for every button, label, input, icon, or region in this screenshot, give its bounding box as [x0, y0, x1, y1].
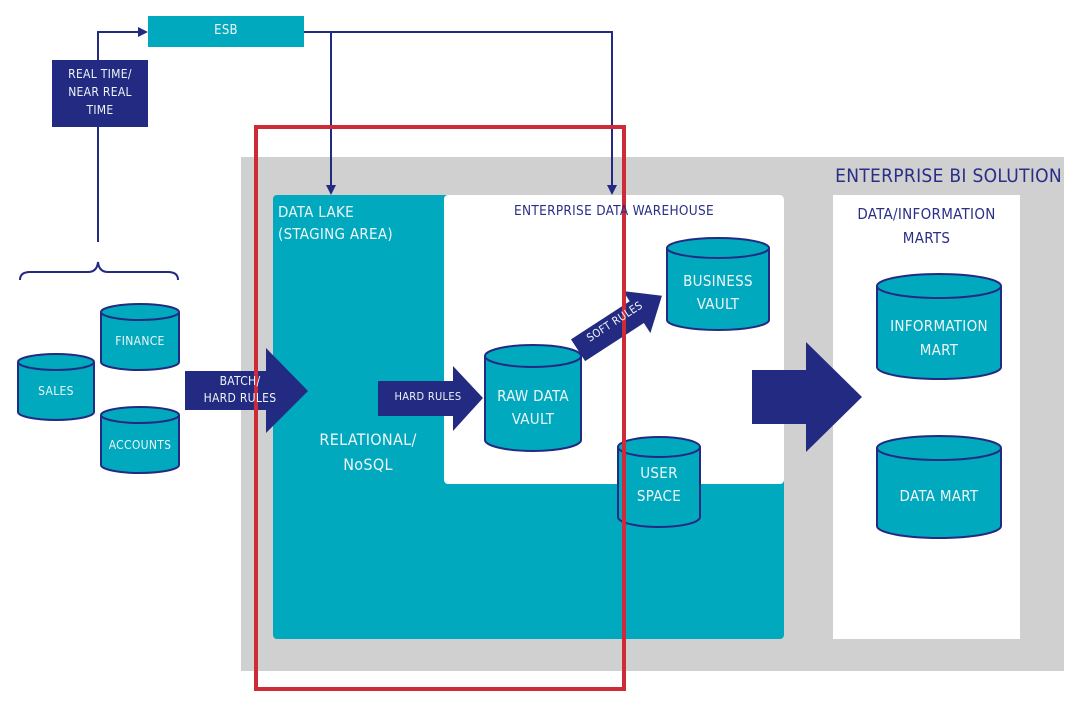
batch-arrow-label: BATCH/ HARD RULES [185, 373, 295, 407]
marts-title-line2: MARTS [902, 229, 951, 247]
realtime-line3: TIME [86, 103, 114, 117]
accounts-cylinder[interactable] [100, 406, 180, 474]
data-mart-cylinder[interactable] [876, 435, 1002, 539]
data-mart-label: DATA MART [899, 487, 979, 505]
soft-rules-arrow [570, 291, 662, 362]
data-lake-body-line2: NoSQL [343, 454, 393, 474]
business-vault-line1: BUSINESS [683, 272, 753, 290]
user-space-label: USER SPACE [618, 462, 700, 509]
realtime-line1: REAL TIME/ [68, 67, 132, 81]
user-space-line2: SPACE [636, 487, 682, 506]
marts-title-line1: DATA/INFORMATION [857, 205, 996, 223]
information-mart-line2: MART [919, 341, 959, 359]
information-mart-cylinder[interactable] [876, 273, 1002, 380]
marts-title: DATA/INFORMATION MARTS [833, 202, 1020, 250]
business-vault-cylinder[interactable] [666, 237, 770, 331]
business-vault-label: BUSINESS VAULT [667, 270, 769, 315]
marts-box [833, 195, 1020, 639]
esb-to-edw-line [331, 31, 617, 195]
data-lake-title-line2: (STAGING AREA) [278, 224, 393, 243]
batch-line1: BATCH/ [219, 374, 261, 388]
data-lake-body-line1: RELATIONAL/ [319, 430, 417, 449]
sales-cylinder[interactable] [17, 353, 95, 421]
raw-data-vault-line1: RAW DATA [497, 387, 569, 405]
raw-data-vault-label: RAW DATA VAULT [485, 385, 581, 430]
information-mart-label: INFORMATION MART [877, 314, 1001, 362]
user-space-cylinder[interactable] [617, 436, 701, 528]
batch-line2: HARD RULES [203, 390, 277, 405]
realtime-label: REAL TIME/ NEAR REAL TIME [52, 65, 148, 119]
accounts-label: ACCOUNTS [108, 438, 172, 452]
enterprise-bi-title: ENTERPRISE BI SOLUTION [835, 165, 1062, 187]
to-marts-arrow [752, 342, 862, 452]
finance-cylinder[interactable] [100, 303, 180, 371]
data-lake-title-line1: DATA LAKE [278, 203, 354, 221]
esb-box[interactable] [148, 16, 304, 47]
user-space-line1: USER [640, 464, 678, 482]
data-lake-title: DATA LAKE (STAGING AREA) [278, 202, 393, 246]
realtime-line2: NEAR REAL [68, 85, 132, 99]
highlight-frame [254, 125, 626, 691]
edw-title: ENTERPRISE DATA WAREHOUSE [514, 203, 714, 219]
sales-label: SALES [38, 384, 74, 398]
hard-rules-label: HARD RULES [394, 390, 462, 403]
data-lake-body: RELATIONAL/ NoSQL [300, 428, 436, 478]
raw-data-vault-cylinder[interactable] [484, 344, 582, 452]
realtime-box [52, 60, 148, 127]
finance-label: FINANCE [115, 334, 165, 348]
information-mart-line1: INFORMATION [890, 317, 988, 335]
hard-rules-arrow [378, 366, 483, 431]
batch-arrow [185, 348, 308, 433]
realtime-to-esb-line [97, 27, 148, 242]
esb-label: ESB [214, 23, 238, 38]
business-vault-line2: VAULT [696, 294, 740, 313]
raw-data-vault-line2: VAULT [511, 409, 555, 428]
sources-brace [19, 261, 179, 281]
